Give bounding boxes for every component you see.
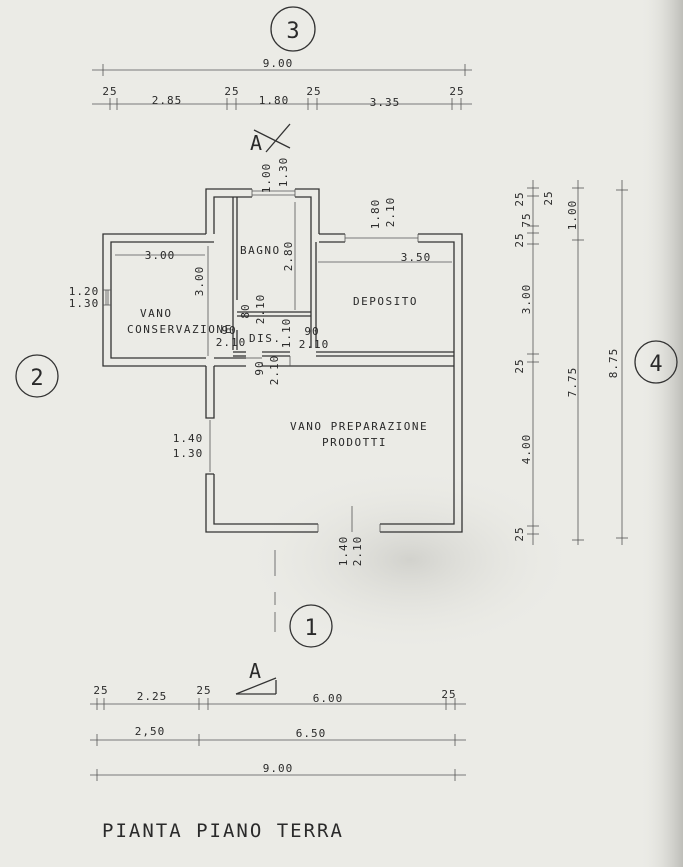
svg-text:75: 75 bbox=[520, 212, 533, 227]
svg-text:8.75: 8.75 bbox=[607, 348, 620, 379]
svg-text:25: 25 bbox=[513, 191, 526, 206]
svg-text:25: 25 bbox=[224, 85, 239, 98]
svg-text:25: 25 bbox=[306, 85, 321, 98]
axis-marker-4: 4 bbox=[634, 340, 678, 384]
svg-text:90: 90 bbox=[253, 360, 266, 375]
room-label-vano-preparazione: PRODOTTI bbox=[322, 436, 387, 449]
svg-text:A: A bbox=[249, 659, 261, 683]
svg-text:1.30: 1.30 bbox=[173, 447, 204, 460]
svg-text:25: 25 bbox=[513, 358, 526, 373]
svg-text:2.25: 2.25 bbox=[137, 690, 168, 703]
svg-text:25: 25 bbox=[441, 688, 456, 701]
svg-text:80: 80 bbox=[239, 303, 252, 318]
section-marker-top: A bbox=[250, 123, 291, 155]
svg-text:25: 25 bbox=[102, 85, 117, 98]
svg-text:1.30: 1.30 bbox=[277, 157, 290, 188]
svg-text:2.10: 2.10 bbox=[299, 338, 330, 351]
interior-dimensions: 1.00 1.30 1.80 2.10 3.00 3.00 2.80 3.50 … bbox=[69, 157, 432, 567]
svg-text:1.40: 1.40 bbox=[337, 536, 350, 567]
svg-text:3.00: 3.00 bbox=[193, 266, 206, 297]
svg-text:1.20: 1.20 bbox=[69, 285, 100, 298]
svg-text:3.50: 3.50 bbox=[401, 251, 432, 264]
svg-text:1.10: 1.10 bbox=[280, 318, 293, 349]
svg-text:3.00: 3.00 bbox=[520, 284, 533, 315]
svg-text:1.40: 1.40 bbox=[173, 432, 204, 445]
top-dimension-chain: 9.00 25 2.85 25 1.80 25 3.35 25 bbox=[92, 57, 472, 110]
svg-text:25: 25 bbox=[513, 526, 526, 541]
svg-text:2.85: 2.85 bbox=[152, 94, 183, 107]
svg-text:25: 25 bbox=[196, 684, 211, 697]
svg-text:90: 90 bbox=[304, 325, 319, 338]
axis-marker-1: 1 bbox=[289, 604, 333, 648]
svg-text:3.00: 3.00 bbox=[145, 249, 176, 262]
axis-marker-2: 2 bbox=[15, 354, 59, 398]
svg-text:25: 25 bbox=[93, 684, 108, 697]
drawing-title: PIANTA PIANO TERRA bbox=[102, 820, 344, 842]
room-label-dis: DIS. bbox=[249, 332, 282, 345]
svg-text:1.80: 1.80 bbox=[369, 199, 382, 230]
svg-text:1.00: 1.00 bbox=[260, 163, 273, 194]
svg-text:3.35: 3.35 bbox=[370, 96, 401, 109]
bottom-dimension-chain: 25 2.25 25 6.00 25 2,50 6.50 9.00 bbox=[90, 684, 466, 781]
right-dimension-chain: 25 75 25 25 3.00 25 4.00 25 1.00 7.75 8.… bbox=[513, 180, 628, 545]
svg-text:1.00: 1.00 bbox=[566, 200, 579, 231]
section-marker-bottom: A bbox=[235, 659, 277, 695]
svg-text:1: 1 bbox=[304, 616, 317, 641]
room-labels: BAGNO DEPOSITO VANO CONSERVAZIONE DIS. V… bbox=[127, 244, 428, 449]
svg-text:2,50: 2,50 bbox=[135, 725, 166, 738]
svg-text:2.80: 2.80 bbox=[282, 241, 295, 272]
svg-text:2: 2 bbox=[30, 366, 43, 391]
room-label-bagno: BAGNO bbox=[240, 244, 281, 257]
svg-text:9.00: 9.00 bbox=[263, 57, 294, 70]
svg-text:7.75: 7.75 bbox=[566, 367, 579, 398]
svg-text:4: 4 bbox=[649, 352, 662, 377]
svg-text:4.00: 4.00 bbox=[520, 434, 533, 465]
svg-text:2.10: 2.10 bbox=[268, 355, 281, 386]
svg-text:1.80: 1.80 bbox=[259, 94, 290, 107]
room-label-deposito: DEPOSITO bbox=[353, 295, 418, 308]
svg-text:6.00: 6.00 bbox=[313, 692, 344, 705]
svg-text:9.00: 9.00 bbox=[263, 762, 294, 775]
svg-text:90: 90 bbox=[221, 324, 236, 337]
axis-marker-3: 3 bbox=[270, 6, 316, 52]
svg-text:6.50: 6.50 bbox=[296, 727, 327, 740]
svg-text:2.10: 2.10 bbox=[216, 336, 247, 349]
room-label-vano-preparazione: VANO PREPARAZIONE bbox=[290, 420, 428, 433]
svg-text:25: 25 bbox=[542, 190, 555, 205]
svg-text:25: 25 bbox=[513, 232, 526, 247]
svg-text:3: 3 bbox=[286, 19, 299, 44]
paper-shadow bbox=[240, 465, 580, 655]
svg-text:2.10: 2.10 bbox=[254, 294, 267, 325]
page-edge-shadow bbox=[640, 0, 683, 867]
room-label-vano-conservazione: VANO bbox=[140, 307, 173, 320]
building-walls bbox=[102, 188, 463, 533]
svg-text:1.30: 1.30 bbox=[69, 297, 100, 310]
svg-text:2.10: 2.10 bbox=[384, 197, 397, 228]
svg-text:A: A bbox=[250, 131, 262, 155]
room-label-vano-conservazione: CONSERVAZIONE bbox=[127, 323, 233, 336]
svg-text:2.10: 2.10 bbox=[351, 536, 364, 567]
svg-text:25: 25 bbox=[449, 85, 464, 98]
